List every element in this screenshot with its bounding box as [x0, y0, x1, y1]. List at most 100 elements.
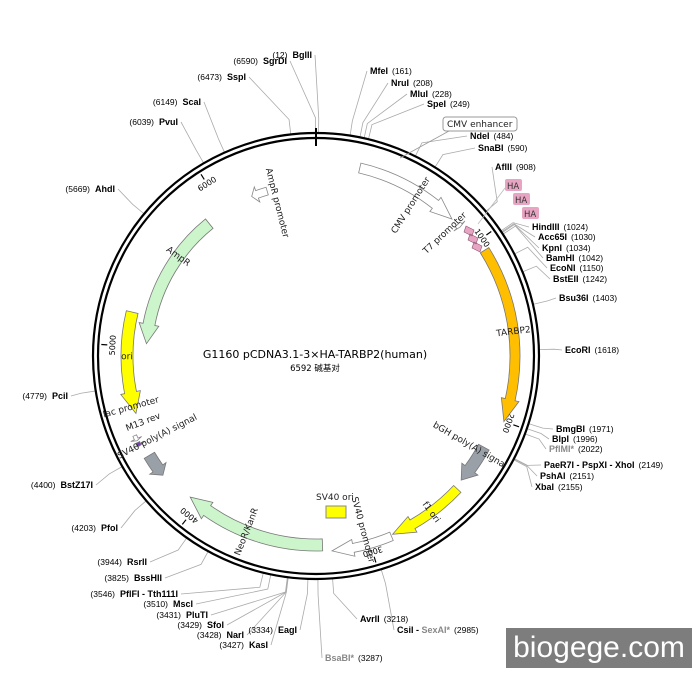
site-leader-snabi	[434, 147, 476, 168]
site-label-kpni: KpnI(1034)	[542, 243, 591, 253]
site-label-eagi: (3334) EagI	[248, 625, 297, 635]
site-pos: (2155)	[558, 482, 583, 492]
site-pos: (2985)	[454, 625, 479, 635]
site-name: EagI	[278, 625, 297, 635]
site-leader-bsshii	[164, 551, 209, 579]
site-name: AhdI	[95, 184, 115, 194]
site-pos: (12)	[272, 50, 287, 60]
site-label-mlui: MluI(228)	[410, 89, 452, 99]
ha-tag-1	[505, 179, 522, 191]
site-pos: (3427)	[219, 640, 244, 650]
tick-label-5000: 5000	[108, 335, 118, 356]
site-pos: (161)	[392, 66, 412, 76]
site-name: PciI	[52, 391, 68, 401]
site-leader-hindiii	[500, 222, 530, 232]
site-leader-paer7i-pspxi-xhoi	[513, 458, 542, 466]
site-name: SnaBI	[478, 143, 504, 153]
feature-label-ori: ori	[121, 352, 133, 362]
site-pos: (2149)	[639, 460, 664, 470]
site-leader-bglii	[314, 54, 320, 134]
site-leader-pshai	[513, 458, 538, 477]
site-name: PshAI	[540, 471, 566, 481]
site-pos: (208)	[413, 78, 433, 88]
site-name: KasI	[249, 640, 268, 650]
site-leader-pluti	[210, 577, 288, 616]
site-label-csii: CsiI - SexAI*(2985)	[397, 625, 479, 635]
site-label-sgrdi: (6590)SgrDI	[233, 56, 287, 66]
site-label-nari: (3428)NarI	[197, 630, 244, 640]
site-name: BssHII	[134, 573, 162, 583]
site-label-ndei: NdeI(484)	[470, 131, 514, 141]
site-label-ecori: EcoRI(1618)	[565, 345, 619, 355]
feature-label-tarbp2: TARBP2	[495, 325, 531, 339]
site-pos: (4400)	[31, 480, 56, 490]
site-label-bsabi: BsaBI*(3287)	[325, 653, 383, 663]
site-dimname: SexAI*	[422, 625, 451, 635]
site-leader-ecori	[538, 348, 563, 351]
site-label-bamhi: BamHI(1042)	[546, 253, 603, 263]
feature-label-m13-rev: M13 rev	[125, 411, 163, 434]
sv40-ori-label: SV40 ori	[316, 493, 354, 503]
site-label-pflfi-tth111i: (3546)PflFI - Tth111I	[90, 589, 178, 599]
site-leader-eagi	[299, 578, 309, 631]
site-name: NarI	[226, 630, 244, 640]
site-label-avrii: AvrII(3218)	[360, 614, 408, 624]
site-pos: (3334)	[248, 625, 273, 635]
feature-cmv-promoter	[358, 162, 453, 220]
site-label-bstz17i: (4400)BstZ17I	[31, 480, 93, 490]
site-label-rsrii: (3944)RsrII	[97, 557, 147, 567]
site-label-bglii: (12)BglII	[272, 50, 312, 60]
ha-tag-3	[522, 207, 539, 219]
feature-m13-rev	[133, 441, 145, 448]
site-label-msci: (3510)MscI	[143, 599, 193, 609]
site-name: HindIII	[532, 222, 560, 232]
site-leader-mlui	[363, 93, 408, 139]
ha-tag-3-label: HA	[524, 210, 536, 220]
feature-ampr	[138, 218, 214, 345]
site-label-bsu36i: Bsu36I(1403)	[559, 293, 617, 303]
cmv-enhancer-box	[442, 116, 518, 132]
site-label-bsshii: (3825)BssHII	[104, 573, 162, 583]
feature-f1-ori	[391, 484, 462, 535]
site-pos: (6149)	[153, 97, 178, 107]
site-pos: (1403)	[593, 293, 618, 303]
site-name: BamHI	[546, 253, 575, 263]
site-pos: (3218)	[384, 614, 409, 624]
tick-mark-6000	[200, 174, 205, 180]
site-leader-xbai	[513, 459, 533, 488]
site-leader-mfei	[349, 70, 368, 136]
tick-mark-2000	[513, 424, 520, 428]
site-pos: (1024)	[564, 222, 589, 232]
site-pos: (3429)	[177, 620, 202, 630]
misc-features: CMV enhancer SV40 ori HA HA HA	[316, 116, 539, 519]
tick-mark-4000	[181, 519, 187, 525]
site-label-acc65i: Acc65I(1030)	[538, 232, 596, 242]
site-leader-acc65i	[501, 223, 536, 238]
ha-tag-1-label: HA	[507, 182, 519, 192]
site-label-hindiii: HindIII (1024)	[532, 222, 588, 232]
site-leader-econi	[514, 246, 548, 269]
site-pos: (484)	[494, 131, 514, 141]
site-leader-bstz17i	[95, 466, 123, 486]
site-pos: (6590)	[233, 56, 258, 66]
site-name: PvuI	[159, 117, 178, 127]
feature-lac-promoter	[130, 434, 142, 442]
site-name: MluI	[410, 89, 428, 99]
site-name: NruI	[391, 78, 409, 88]
site-leader-csii	[380, 569, 395, 631]
site-pos: (1996)	[573, 434, 598, 444]
site-name: EcoNI	[550, 263, 576, 273]
site-name: BstEII	[553, 274, 579, 284]
feature-label-t7-promoter: T7 promoter	[421, 211, 469, 258]
site-label-bsteii: BstEII(1242)	[553, 274, 607, 284]
site-leader-pvui	[180, 121, 205, 164]
site-label-pfoi: (4203)PfoI	[71, 523, 118, 533]
feature-bgh-poly-a-signal	[460, 443, 490, 481]
site-name: BlpI	[552, 434, 569, 444]
site-name: ScaI	[182, 97, 201, 107]
site-label-paer7i-pspxi-xhoi: PaeR7I - PspXI - XhoI(2149)	[544, 460, 663, 470]
tick-mark-1000	[486, 231, 492, 236]
ha-tag-2	[513, 193, 530, 205]
site-leader-bsu36i	[532, 297, 557, 305]
site-leader-rsrii	[149, 537, 188, 563]
